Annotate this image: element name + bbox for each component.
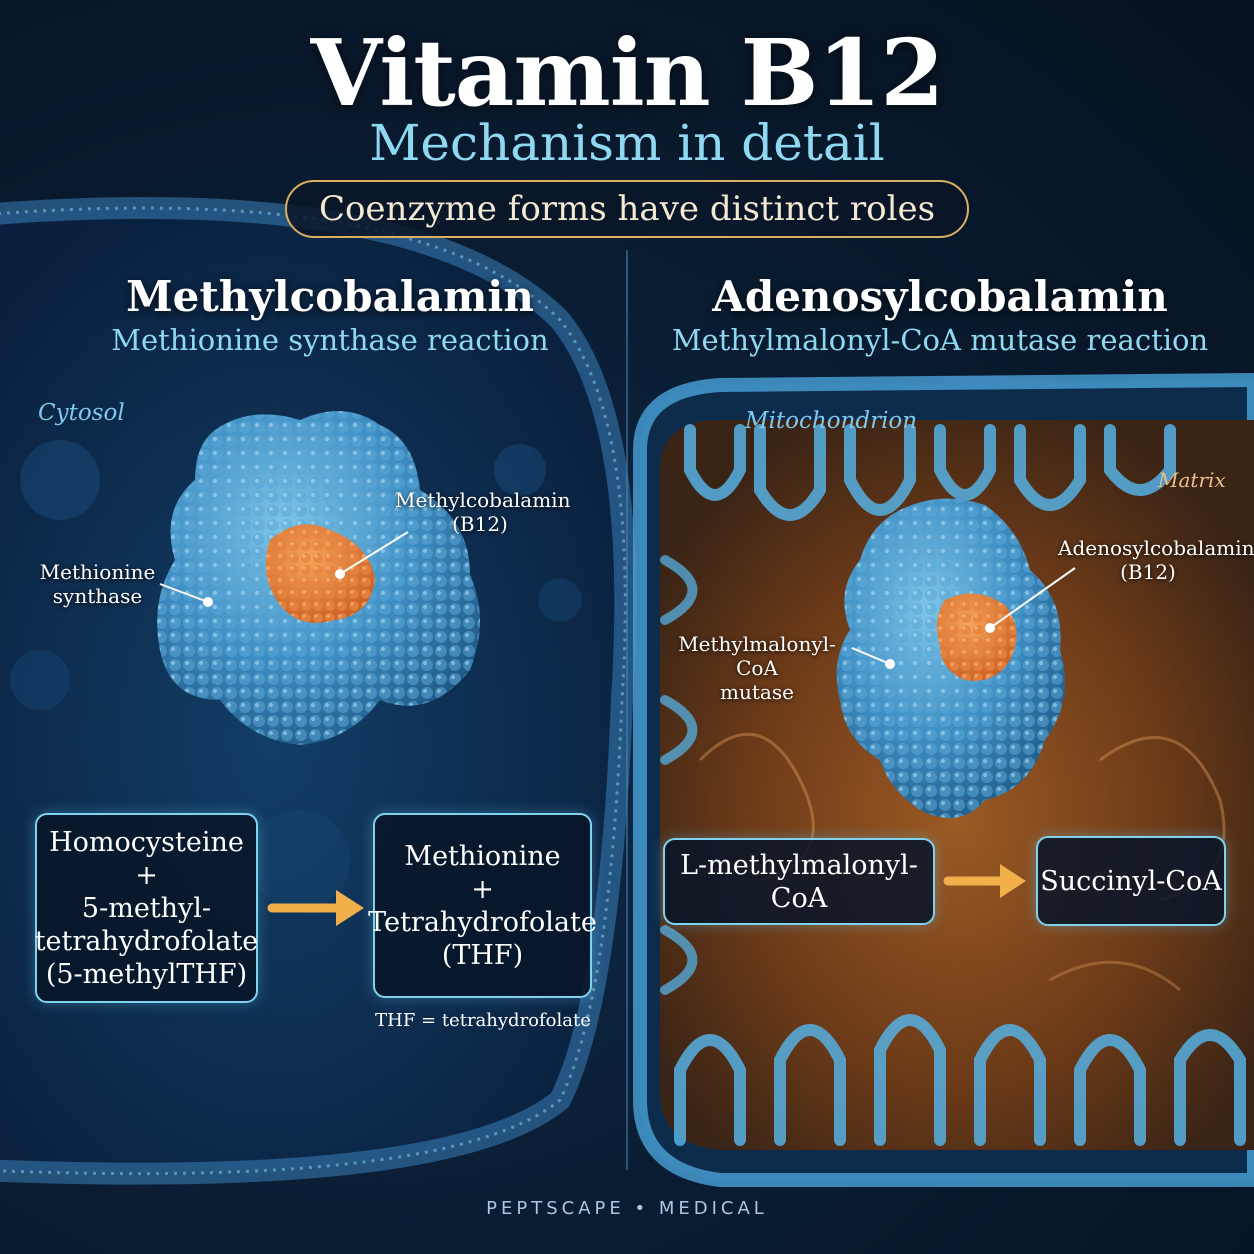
page-title: Vitamin B12 <box>310 19 945 127</box>
right-subheading: Methylmalonyl-CoA mutase reaction <box>671 323 1209 357</box>
methylmalonyl-coa-mutase-label: Methylmalonyl-CoA mutase <box>678 632 836 704</box>
right-heading: Adenosylcobalamin <box>712 272 1168 321</box>
mitochondrion-label: Mitochondrion <box>745 408 918 434</box>
page-subtitle: Mechanism in detail <box>369 114 885 172</box>
methylmalonyl-coa-mutase-protein-icon <box>836 498 1065 818</box>
left-subheading: Methionine synthase reaction <box>111 323 549 357</box>
substrate-box-right: L-methylmalonyl-CoA <box>663 838 935 925</box>
adenosylcobalamin-label: Adenosylcobalamin (B12) <box>1058 536 1254 584</box>
methionine-synthase-label: Methionine synthase <box>39 560 156 608</box>
methionine-synthase-protein-icon <box>157 411 480 745</box>
footer-brand: PEPTSCAPE • MEDICAL <box>486 1198 768 1219</box>
left-heading: Methylcobalamin <box>126 272 534 321</box>
thf-footnote: THF = tetrahydrofolate <box>375 1010 591 1031</box>
matrix-label: Matrix <box>1158 468 1226 492</box>
right-arrow-icon <box>943 864 1026 898</box>
cytosol-label: Cytosol <box>38 400 125 426</box>
substrate-box-left: Homocysteine + 5-methyl- tetrahydrofolat… <box>35 813 258 1003</box>
right-arrow-icon <box>267 890 364 926</box>
product-box-right: Succinyl-CoA <box>1036 836 1226 926</box>
product-box-left: Methionine + Tetrahydrofolate (THF) <box>368 813 597 998</box>
tagline-pill: Coenzyme forms have distinct roles <box>285 180 969 238</box>
methylcobalamin-label: Methylcobalamin (B12) <box>395 488 571 536</box>
